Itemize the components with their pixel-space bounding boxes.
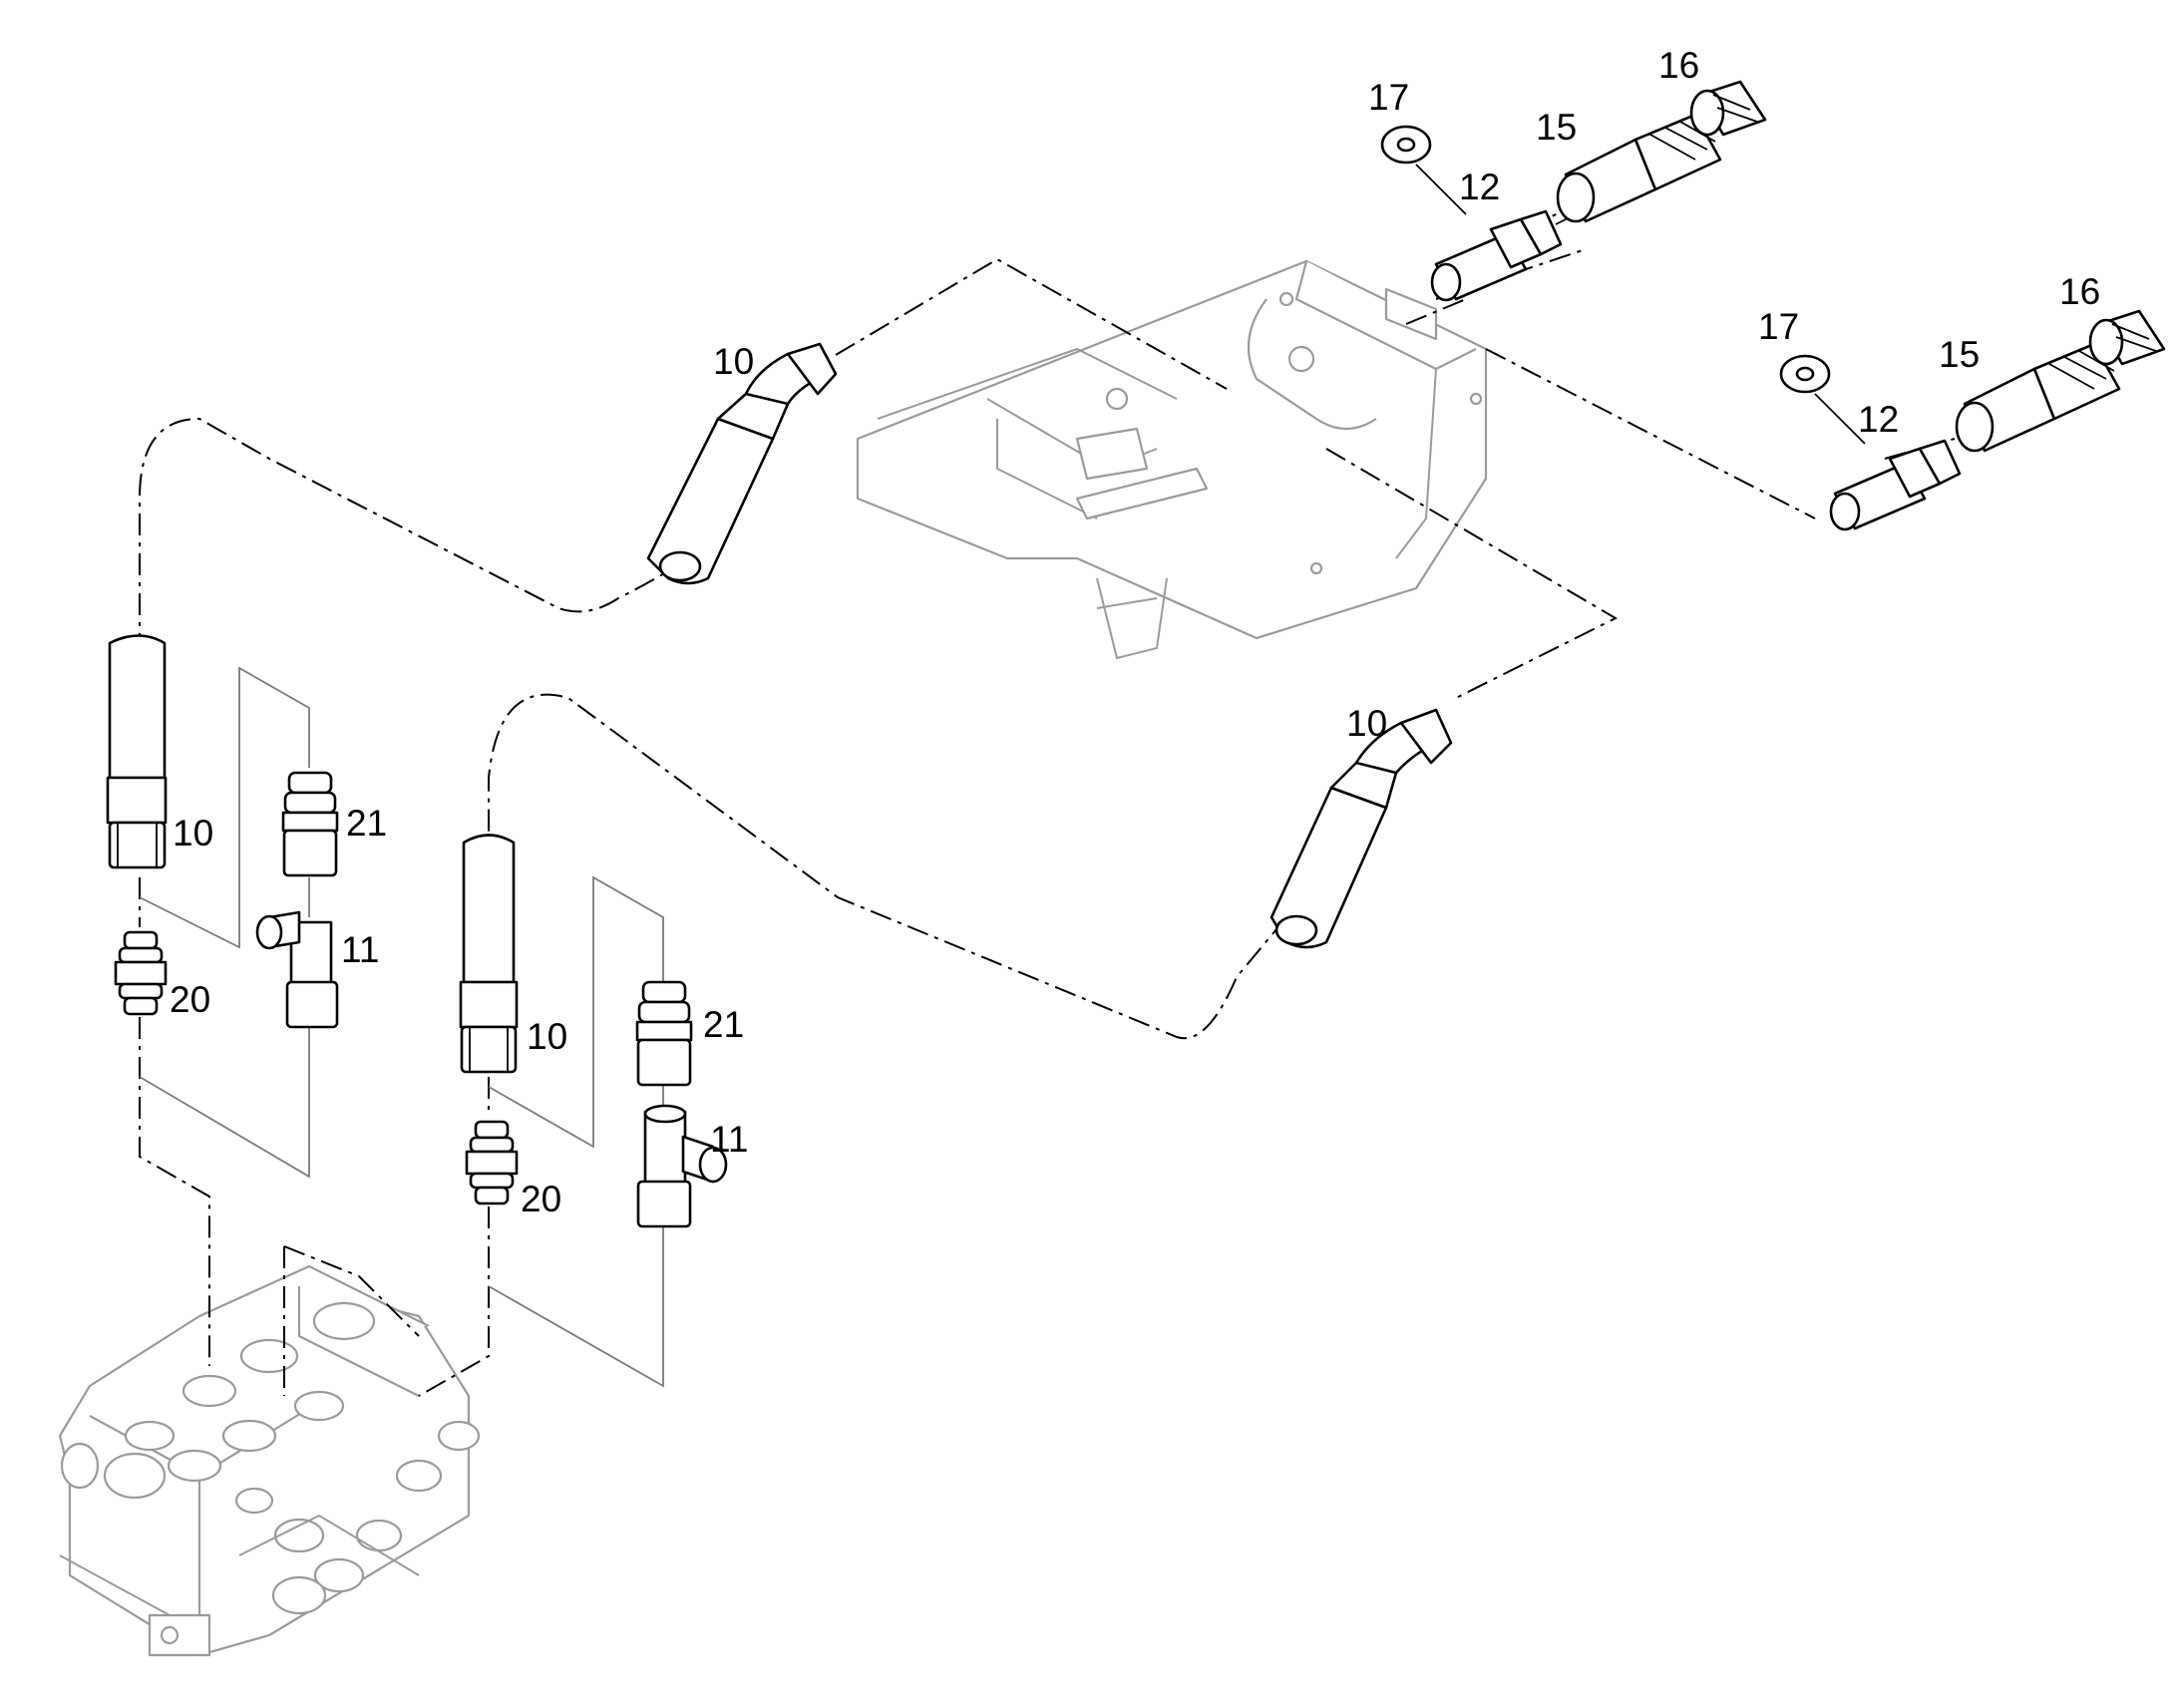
tee-11-middle <box>636 1104 728 1228</box>
callout-16-upper: 16 <box>1658 45 1699 86</box>
nipple-20-left <box>114 930 168 1016</box>
callout-17-upper: 17 <box>1368 77 1409 118</box>
callout-12-lower: 12 <box>1858 399 1899 440</box>
hose-straight-middle <box>459 834 519 1074</box>
callout-10-left: 10 <box>173 813 213 854</box>
callout-15-lower: 15 <box>1939 334 1980 375</box>
callout-11-middle: 11 <box>710 1119 748 1160</box>
tee-11-left <box>255 910 339 1029</box>
hose-right <box>1270 708 1453 949</box>
frame-bracket <box>856 259 1488 660</box>
hose-upper <box>646 342 838 585</box>
callout-10-right: 10 <box>1346 703 1387 744</box>
coupler-set-upper <box>1380 80 1767 302</box>
adapter-21-middle <box>635 980 693 1087</box>
adapter-21-left <box>281 771 339 877</box>
callout-11-left: 11 <box>341 929 379 970</box>
connector-lines <box>139 666 664 1388</box>
callout-16-lower: 16 <box>2059 271 2100 312</box>
callout-10-middle: 10 <box>527 1016 567 1057</box>
callout-15-upper: 15 <box>1536 107 1577 148</box>
callout-21-left: 21 <box>346 803 387 844</box>
callout-labels: 17 16 15 12 10 17 16 15 12 10 10 21 11 2… <box>170 45 2100 1219</box>
nipple-20-middle <box>465 1120 519 1205</box>
callout-17-lower: 17 <box>1758 306 1799 347</box>
hose-straight-left <box>106 634 168 869</box>
callout-10-upper: 10 <box>713 341 754 382</box>
callout-20-middle: 20 <box>521 1179 561 1219</box>
control-valve <box>58 1264 481 1657</box>
callout-12-upper: 12 <box>1459 167 1500 207</box>
coupler-set-lower <box>1779 309 2166 531</box>
callout-20-left: 20 <box>170 979 210 1020</box>
callout-21-middle: 21 <box>703 1004 744 1045</box>
